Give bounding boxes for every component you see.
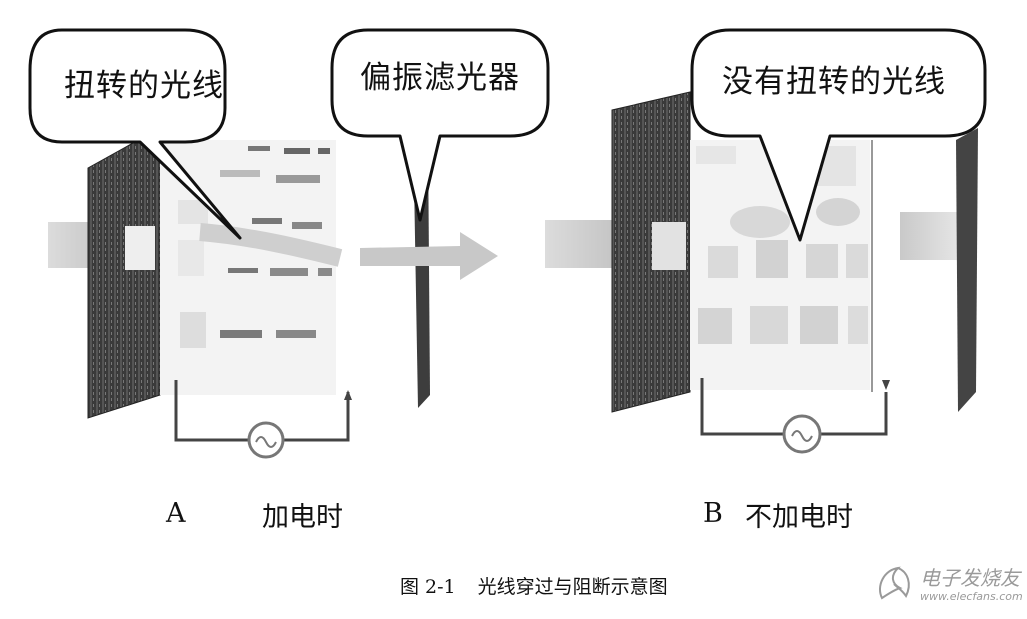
front-polarizer-b <box>956 128 978 412</box>
bubble-twisted-light <box>28 28 242 240</box>
bubble-untwisted-light <box>690 28 987 242</box>
bubble-polarizer <box>330 28 550 222</box>
panel-a-letter: A <box>166 498 186 529</box>
beam-window-a <box>125 226 155 270</box>
figure-number: 图 2-1 <box>400 576 456 598</box>
watermark-logo-icon <box>879 566 910 600</box>
switch-arrow-b <box>882 380 890 390</box>
circuit-wire-b-right <box>820 392 888 436</box>
ac-wave-b <box>791 430 813 442</box>
figure-title: 光线穿过与阻断示意图 <box>477 576 668 598</box>
panel-b <box>545 91 978 454</box>
twisted-light-path <box>199 223 343 267</box>
beam-window-b <box>652 222 686 270</box>
panel-b-letter: B <box>703 498 723 529</box>
circuit-wire-a <box>174 380 248 442</box>
watermark-name: 电子发烧友 <box>920 566 1020 590</box>
incoming-beam-b <box>545 220 617 268</box>
figure-caption: 图 2-1 光线穿过与阻断示意图 <box>400 572 668 599</box>
rear-polarizer-b <box>611 91 691 413</box>
watermark-url: www.elecfans.com <box>920 590 1023 603</box>
output-light-arrow <box>360 232 498 280</box>
bubble-polarizer-text: 偏振滤光器 <box>360 60 520 96</box>
circuit-wire-a-right <box>284 392 350 442</box>
blocked-beam-b <box>900 212 960 260</box>
bubble-untwisted-light-text: 没有扭转的光线 <box>722 64 946 100</box>
crystal-molecules-a <box>178 146 332 348</box>
ac-wave-a <box>255 436 277 448</box>
switch-arrow-a <box>344 390 352 400</box>
circuit-wire-b <box>700 378 784 436</box>
watermark: 电子发烧友 www.elecfans.com <box>872 560 1023 612</box>
panel-a-state: 加电时 <box>262 502 343 533</box>
bubble-twisted-light-text: 扭转的光线 <box>64 68 224 104</box>
panel-b-state: 不加电时 <box>745 502 853 533</box>
rear-polarizer-a <box>87 127 161 419</box>
